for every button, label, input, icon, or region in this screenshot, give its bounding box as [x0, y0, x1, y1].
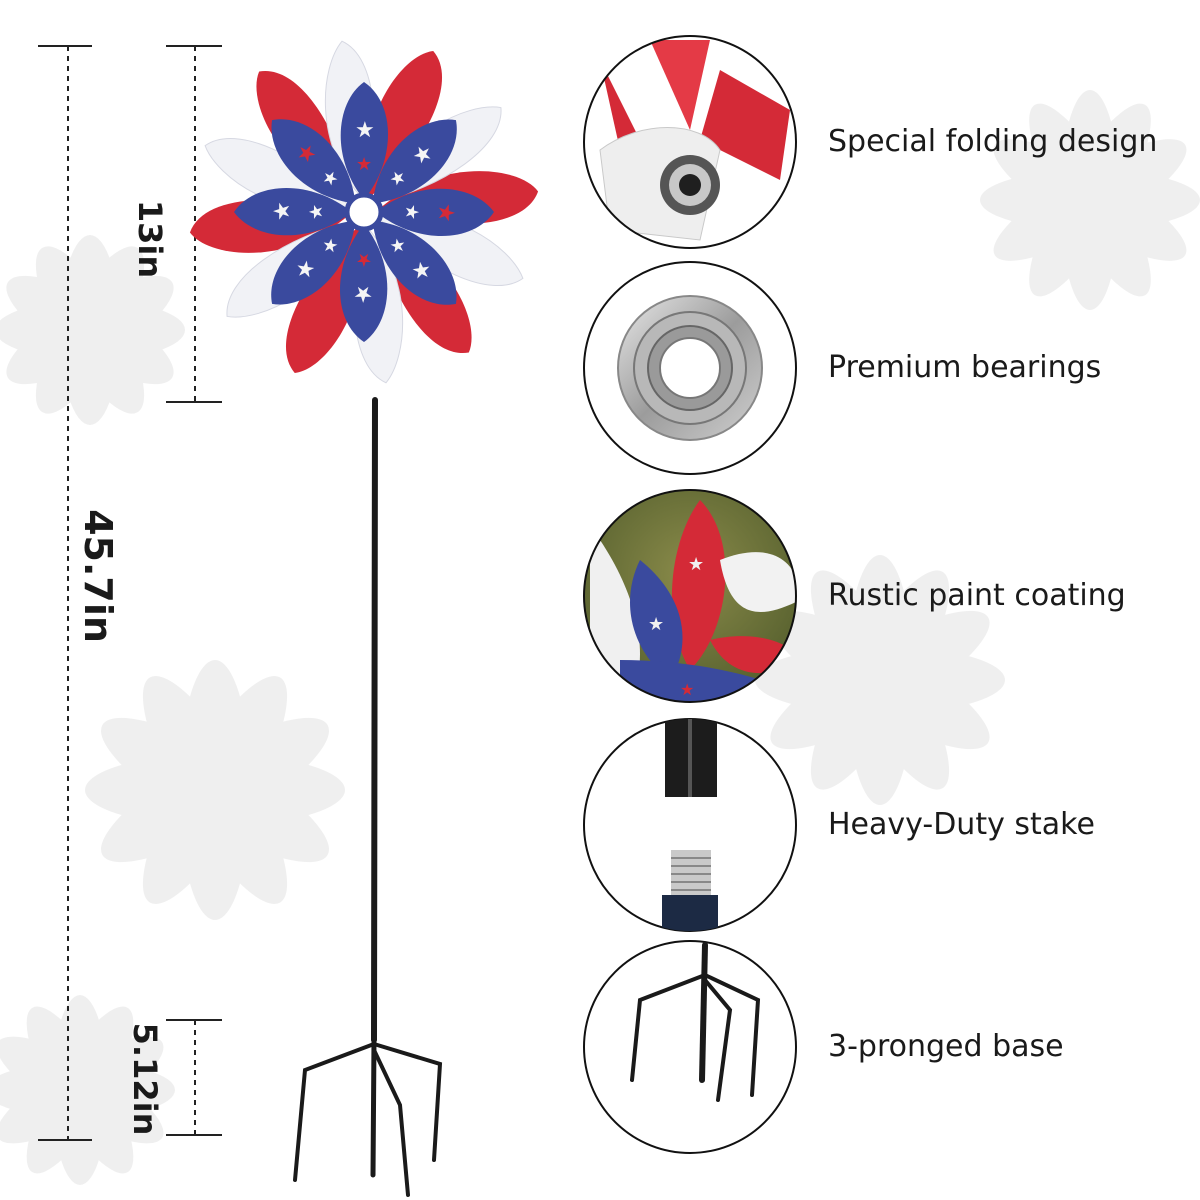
svg-text:★: ★	[306, 204, 327, 220]
feature-label-paint: Rustic paint coating	[828, 578, 1126, 613]
total-height-label: 45.7in	[76, 509, 120, 643]
svg-text:★: ★	[648, 614, 664, 635]
stake	[293, 397, 443, 1197]
base-height-label: 5.12in	[126, 1022, 164, 1136]
svg-text:★: ★	[688, 554, 704, 575]
dimension-lines	[38, 45, 222, 1141]
svg-text:★: ★	[680, 680, 694, 699]
svg-text:★: ★	[355, 118, 375, 143]
pinwheel-flower: ★★ ★★ ★★ ★★ ★★ ★★ ★★ ★★	[189, 40, 539, 384]
svg-text:★: ★	[433, 203, 458, 223]
pronged-base-icon	[583, 940, 797, 1154]
feature-label-stake: Heavy-Duty stake	[828, 807, 1095, 842]
flower-diameter-label: 13in	[131, 199, 169, 279]
svg-text:★: ★	[401, 204, 422, 220]
blue-petals	[234, 82, 494, 342]
bearing-closeup-icon	[583, 35, 797, 249]
background-flowers	[0, 90, 1200, 1185]
stake-connector-icon	[583, 718, 797, 932]
svg-text:★: ★	[356, 154, 372, 175]
feature-label-folding: Special folding design	[828, 124, 1158, 159]
feature-label-base: 3-pronged base	[828, 1029, 1064, 1064]
svg-text:★: ★	[353, 281, 373, 306]
center-hub	[344, 192, 384, 232]
bearing-icon	[583, 261, 797, 475]
feature-label-bearings: Premium bearings	[828, 350, 1102, 385]
svg-text:★: ★	[356, 249, 372, 270]
svg-text:★: ★	[270, 201, 295, 221]
